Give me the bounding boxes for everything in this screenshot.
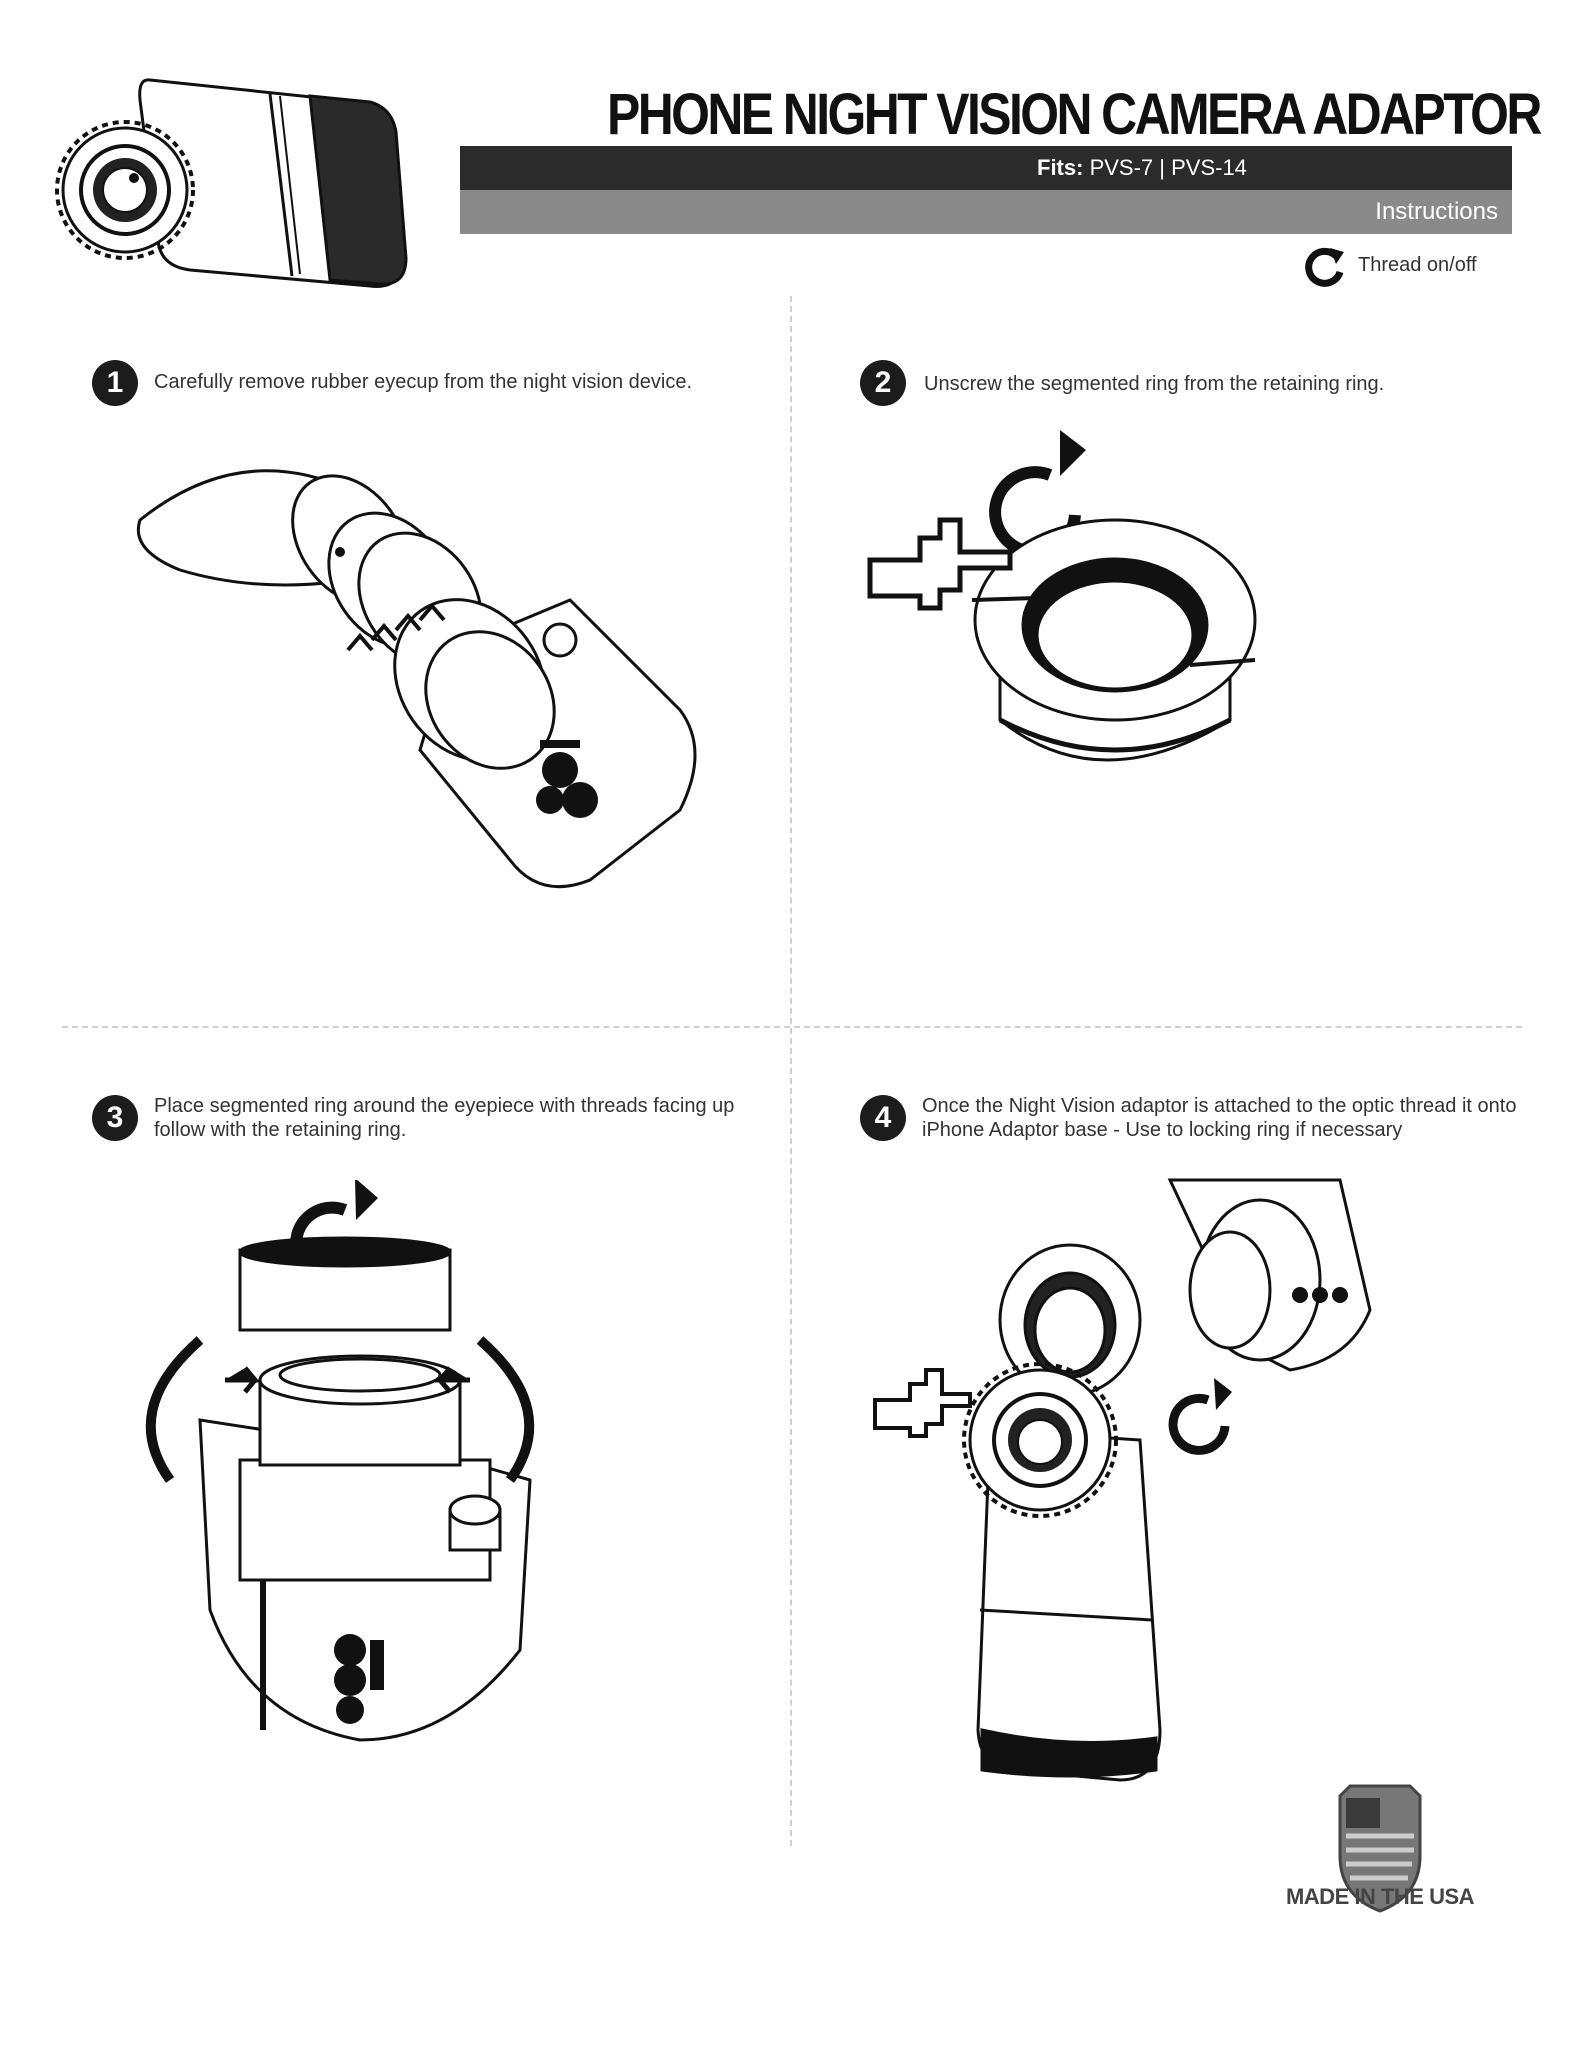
made-in-usa-label: MADE IN THE USA	[1285, 1884, 1475, 1909]
step-number-badge: 3	[92, 1095, 138, 1141]
step-number-badge: 4	[860, 1095, 906, 1141]
step-instruction: Unscrew the segmented ring from the reta…	[924, 373, 1385, 395]
eyecup-removal-illustration	[137, 469, 697, 889]
step-number-badge: 1	[92, 360, 138, 406]
fits-line: Fits: PVS-7 | PVS-14	[1037, 154, 1247, 182]
horizontal-divider	[62, 1026, 1522, 1028]
step-instruction: Once the Night Vision adaptor is attache…	[922, 1095, 1517, 1141]
phone-adaptor-illustration	[55, 78, 408, 288]
segmented-ring-unscrew-illustration	[867, 430, 1257, 762]
phone-attachment-illustration	[873, 1178, 1372, 1782]
step-instruction: Place segmented ring around the eyepiece…	[154, 1095, 735, 1141]
page-title: PHONE NIGHT VISION CAMERA ADAPTOR	[607, 82, 1542, 147]
fits-models: PVS-7 | PVS-14	[1089, 155, 1247, 180]
fits-banner: Fits: PVS-7 | PVS-14	[460, 146, 1512, 190]
thread-legend: Thread on/off	[1302, 246, 1522, 290]
legend-label: Thread on/off	[1358, 254, 1477, 276]
step-number-badge: 2	[860, 360, 906, 406]
instructions-label: Instructions	[1375, 198, 1498, 225]
step-instruction: Carefully remove rubber eyecup from the …	[154, 371, 693, 393]
rotate-arrow-icon	[1305, 247, 1344, 287]
instructions-banner: Instructions	[460, 190, 1512, 234]
vertical-divider	[790, 296, 792, 1846]
fits-label: Fits:	[1037, 155, 1084, 180]
ring-placement-illustration	[145, 1180, 535, 1742]
usa-shield-icon	[1338, 1784, 1422, 1913]
